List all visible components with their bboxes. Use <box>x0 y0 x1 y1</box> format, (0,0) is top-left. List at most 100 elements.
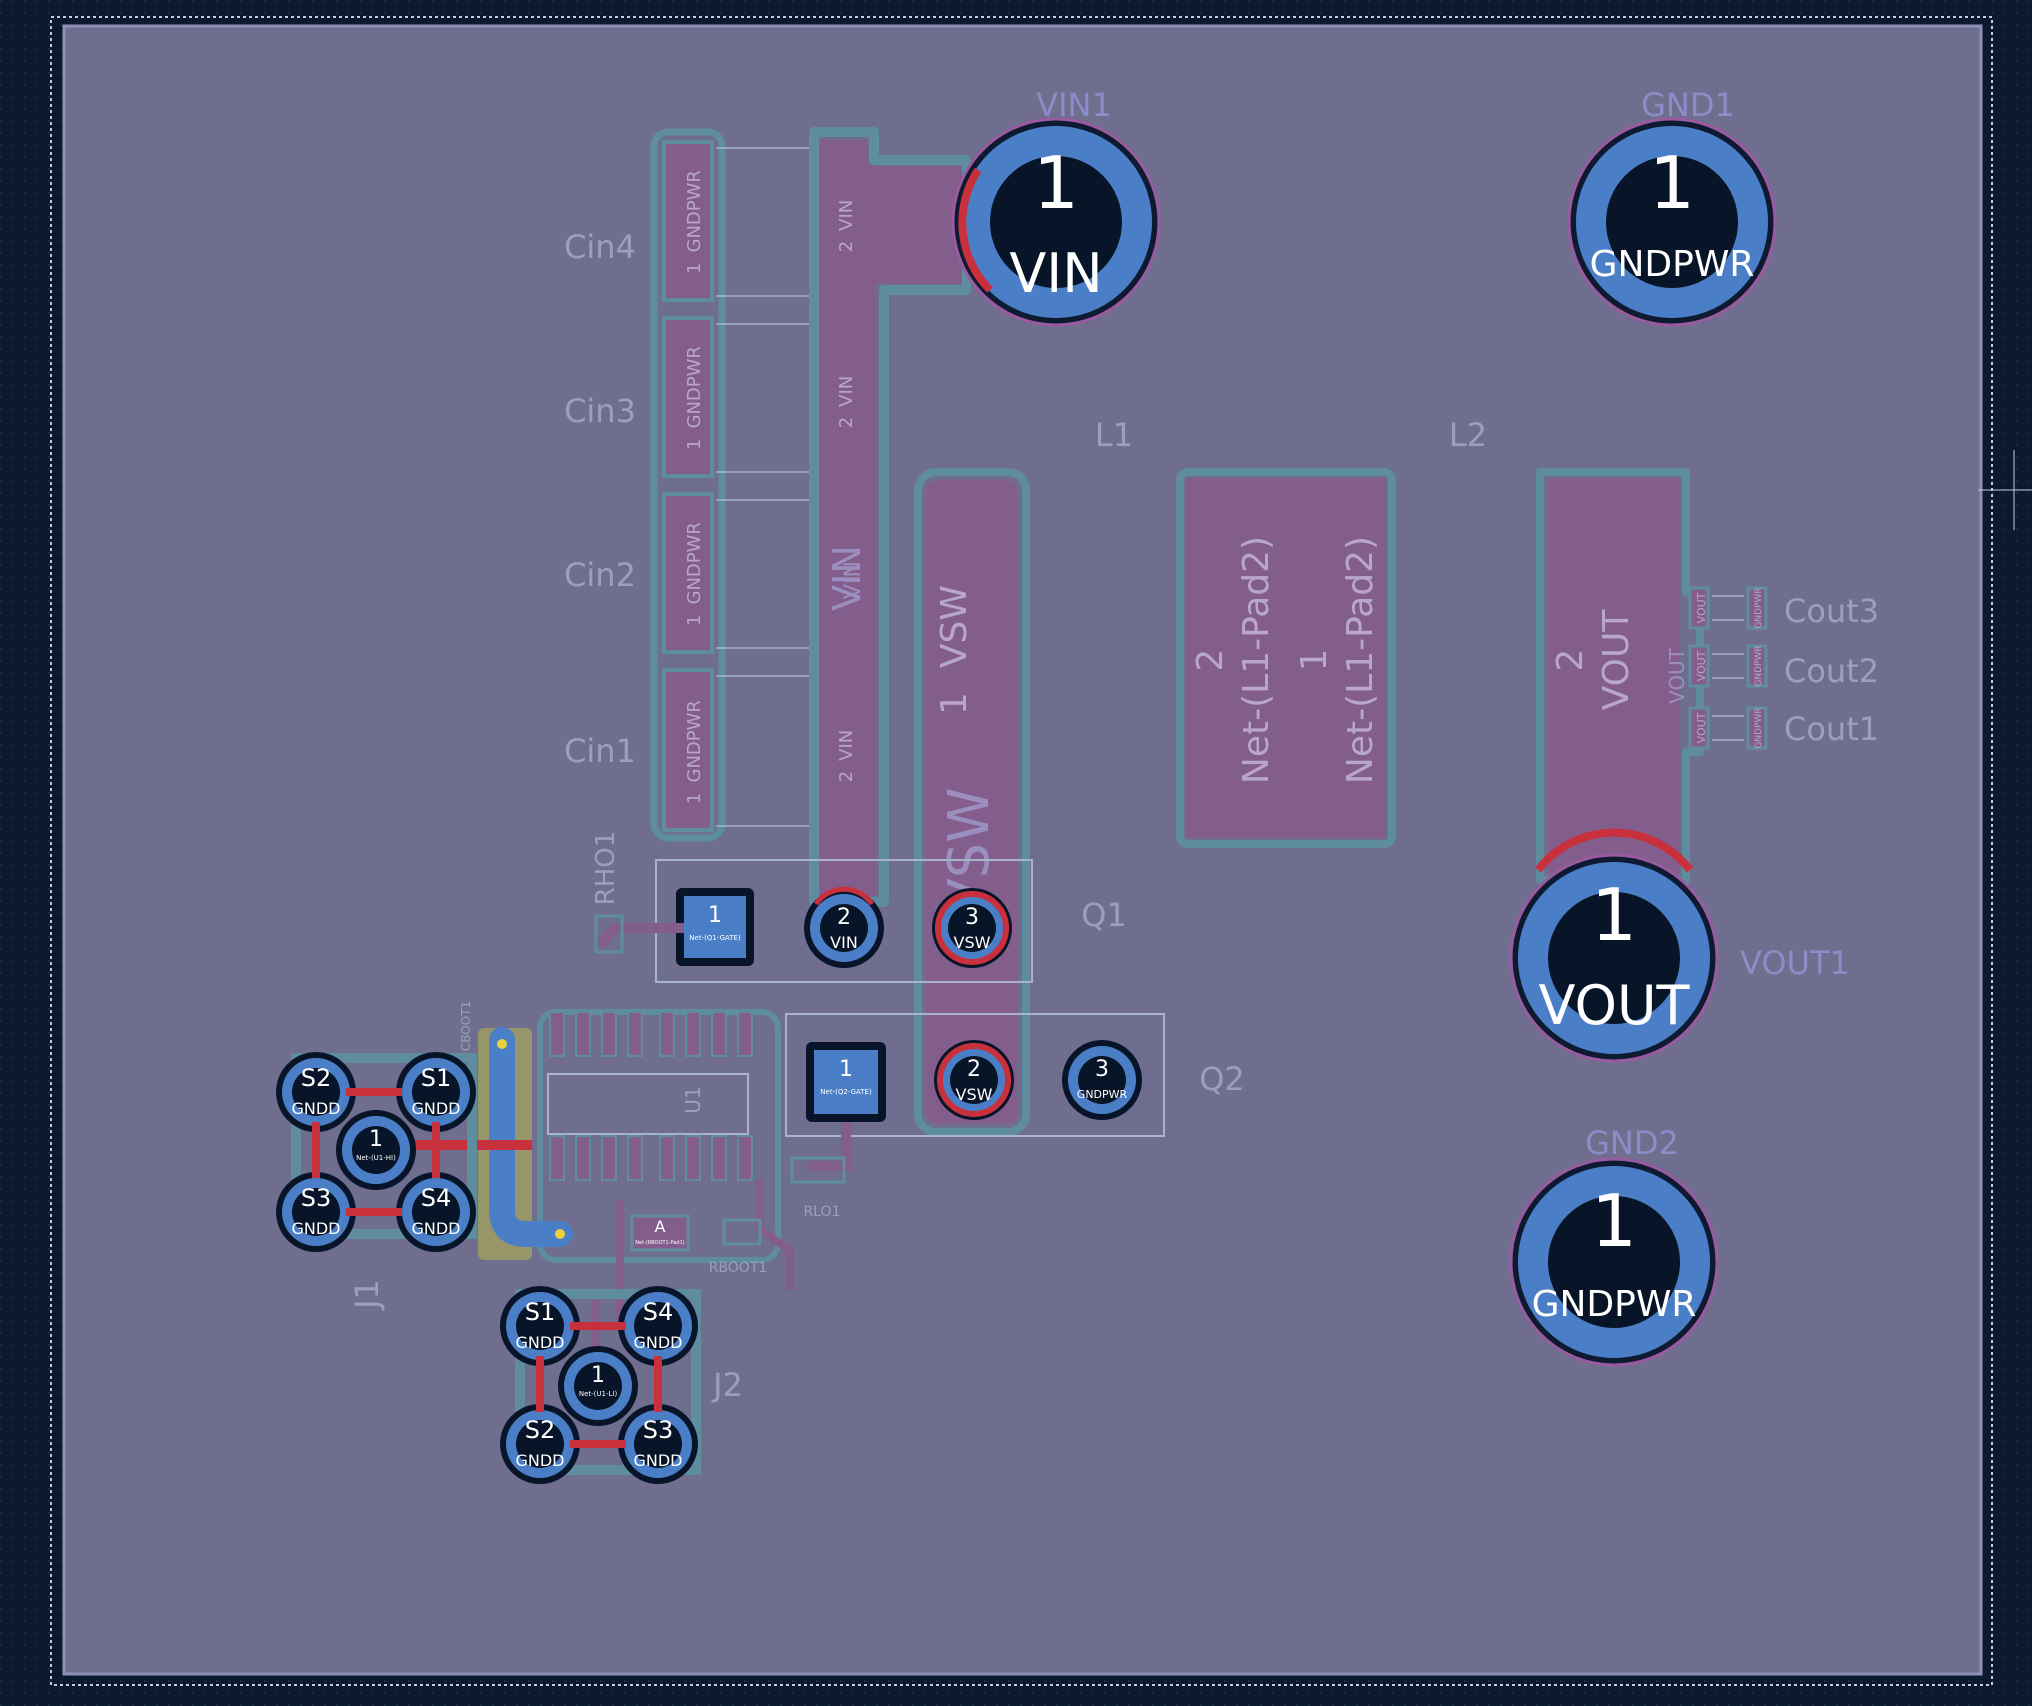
cin2-footprint[interactable]: 1GNDPWR <box>662 492 714 654</box>
ref-cboot1: CBOOT1 <box>459 1001 473 1051</box>
output-capacitors: VOUT GNDPWR VOUT GNDPWR VOUT GNDPWR Cout… <box>1688 586 1879 750</box>
ref-j2: J2 <box>711 1366 743 1404</box>
q2-pad1[interactable] <box>814 1050 878 1114</box>
j1-pad-s3[interactable]: S3 GNDD <box>276 1172 356 1252</box>
q1-footprint[interactable]: 1 Net-(Q1-GATE) 2 VIN 3 VSW <box>655 859 1033 983</box>
rboot1-pad[interactable] <box>722 1218 762 1246</box>
u1-pad-a-label: A <box>655 1217 666 1236</box>
vsw-pad-label: 1VSW <box>934 585 975 715</box>
j1-pad-s1[interactable]: S1 GNDD <box>396 1052 476 1132</box>
j1-s3-net: GNDD <box>291 1219 340 1238</box>
cin1-pad-gnd[interactable] <box>662 668 714 832</box>
cin-silkscreen-lines <box>716 147 816 827</box>
cout3-pad-gnd[interactable] <box>1746 586 1768 630</box>
vin1-net: VIN <box>1009 242 1102 305</box>
vout1-pad-num: 1 <box>1591 873 1637 957</box>
j2-s2-net: GNDD <box>515 1451 564 1470</box>
ref-l2: L2 <box>1449 416 1487 454</box>
vout-copper-zone[interactable]: 2 VOUT VOUT <box>1536 468 1704 884</box>
cin3-pin-label: 1GNDPWR <box>684 346 705 450</box>
q2-pad3-net: GNDPWR <box>1077 1088 1128 1101</box>
terminal-vin1[interactable]: 1 VIN <box>951 117 1161 327</box>
j1-s2-label: S2 <box>301 1064 332 1092</box>
cout2-gnd-label: GNDPWR <box>1754 645 1764 686</box>
vin-trace-label-small: VIN <box>841 561 866 599</box>
cout3-pad-vout[interactable] <box>1688 586 1710 630</box>
q1-courtyard <box>655 859 1033 983</box>
cboot1-trace[interactable] <box>489 1027 573 1247</box>
terminal-gnd1[interactable]: 1 GNDPWR <box>1567 117 1777 327</box>
vin1-red-arc <box>958 167 993 293</box>
terminal-gnd2[interactable]: 1 GNDPWR <box>1509 1157 1719 1367</box>
cin4-pad-gnd[interactable] <box>662 140 714 302</box>
vin1-pad-num: 1 <box>1033 141 1079 225</box>
j1-pad-center[interactable]: 1 Net-(U1-HI) <box>336 1110 416 1190</box>
j2-ring-trace <box>515 1289 701 1475</box>
j1-s1-net: GNDD <box>411 1099 460 1118</box>
cin4-vin-label: 2VIN <box>836 200 857 253</box>
input-capacitor-column: 1GNDPWR 1GNDPWR 1GNDPWR 1GNDPWR Cin4 Cin… <box>564 128 816 842</box>
q1-pad2-num: 2 <box>837 905 851 930</box>
j1-s4-label: S4 <box>421 1184 452 1212</box>
j1-ring-trace <box>291 1053 477 1239</box>
l2-pad[interactable]: 2 Net-(L1-Pad2) 1 Net-(L1-Pad2) <box>1176 468 1396 848</box>
u1-pad-a[interactable] <box>630 1214 690 1252</box>
cout3-gnd-label: GNDPWR <box>1754 587 1764 628</box>
cboot1-red-link <box>478 1140 532 1150</box>
j2-pad-s1[interactable]: S1 GNDD <box>500 1286 580 1366</box>
ref-cout2: Cout2 <box>1784 652 1879 690</box>
ref-rboot1: RBOOT1 <box>709 1260 768 1276</box>
cout2-pad-gnd[interactable] <box>1746 644 1768 688</box>
q1-pad1-net: Net-(Q1-GATE) <box>689 934 741 942</box>
terminal-vout1[interactable]: 1 VOUT <box>1509 828 1719 1063</box>
q2-footprint[interactable]: 1 Net-(Q2-GATE) 2 VSW 3 GNDPWR <box>785 1013 1165 1137</box>
j2-pad-s2[interactable]: S2 GNDD <box>500 1404 580 1484</box>
j1-s2-net: GNDD <box>291 1099 340 1118</box>
j1-s1-label: S1 <box>421 1064 452 1092</box>
q2-pad2-num: 2 <box>967 1057 981 1082</box>
j2-pad-s4[interactable]: S4 GNDD <box>618 1286 698 1366</box>
cout1-footprint[interactable] <box>1688 706 1768 750</box>
vout-pad-net: VOUT <box>1596 609 1637 711</box>
ref-vout1: VOUT1 <box>1740 944 1850 982</box>
ref-cin2: Cin2 <box>564 556 636 594</box>
l2-pad2-label: 2 <box>1190 649 1231 672</box>
q1-pad1[interactable] <box>684 896 746 958</box>
cin4-footprint[interactable]: 1GNDPWR <box>662 140 714 302</box>
l2-pad2-net: Net-(L1-Pad2) <box>1236 536 1277 784</box>
vsw-copper-fill <box>926 480 1018 1124</box>
ref-gnd2: GND2 <box>1585 1124 1679 1162</box>
j1-connector[interactable]: S2 GNDD S1 GNDD S3 GNDD S4 GNDD 1 Net-(U… <box>276 1052 477 1252</box>
cout1-gnd-label: GNDPWR <box>1754 707 1764 748</box>
ref-q1: Q1 <box>1081 896 1127 934</box>
j2-connector[interactable]: S1 GNDD S4 GNDD S2 GNDD S3 GNDD 1 Net-(U… <box>500 1286 701 1484</box>
j2-pad-s3[interactable]: S3 GNDD <box>618 1404 698 1484</box>
cout1-pad-vout[interactable] <box>1688 706 1710 750</box>
j2-s4-net: GNDD <box>633 1333 682 1352</box>
vin-copper-fill <box>820 140 962 896</box>
cout2-footprint[interactable] <box>1688 644 1768 688</box>
rlo1-pad[interactable] <box>790 1156 846 1184</box>
cin2-pad-gnd[interactable] <box>662 492 714 654</box>
l2-pad-fill <box>1186 478 1386 838</box>
q1-pad2-net: VIN <box>830 933 858 952</box>
cin2-pin-label: 1GNDPWR <box>684 522 705 626</box>
cin3-footprint[interactable]: 1GNDPWR <box>662 316 714 478</box>
q2-pad1-num: 1 <box>839 1057 853 1082</box>
j1-pad-s4[interactable]: S4 GNDD <box>396 1172 476 1252</box>
cout1-pad-gnd[interactable] <box>1746 706 1768 750</box>
vout-copper-fill <box>1548 478 1680 874</box>
cin1-footprint[interactable]: 1GNDPWR <box>662 668 714 832</box>
cout3-footprint[interactable] <box>1688 586 1768 630</box>
j2-pad-center[interactable]: 1 Net-(U1-LI) <box>558 1346 638 1426</box>
rho1-pad[interactable] <box>594 914 624 954</box>
cout2-pad-vout[interactable] <box>1688 644 1710 688</box>
j1-pad-s2[interactable]: S2 GNDD <box>276 1052 356 1132</box>
vsw-copper-zone[interactable]: 1VSW VSW <box>914 468 1030 1136</box>
ref-gnd1: GND1 <box>1641 86 1735 124</box>
cin1-pin-label: 1GNDPWR <box>684 700 705 804</box>
cout3-vout-label: VOUT <box>1695 592 1708 623</box>
j1-center-net: Net-(U1-HI) <box>356 1154 396 1162</box>
cin3-pad-gnd[interactable] <box>662 316 714 478</box>
